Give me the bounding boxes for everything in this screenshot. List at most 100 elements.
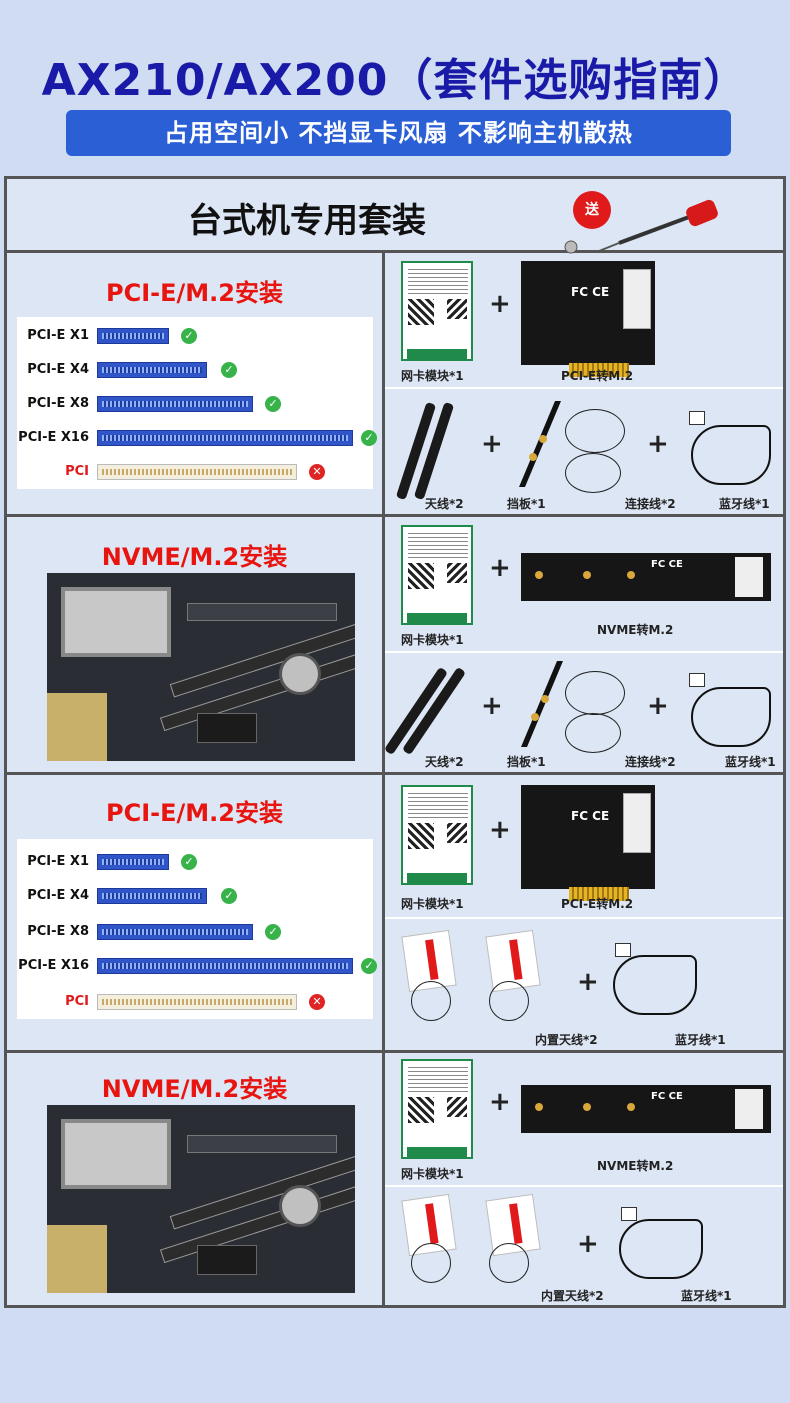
bt-caption: 蓝牙线*1: [719, 497, 770, 511]
kit-parts-top: + FC CE 网卡模块*1 NVME转M.2: [385, 517, 783, 651]
plus-sign: +: [481, 691, 503, 721]
internal-antenna-caption: 内置天线*2: [541, 1289, 604, 1303]
nvme-adapter-image: FC CE: [521, 553, 771, 601]
antenna-caption: 天线*2: [425, 497, 464, 511]
internal-antenna-caption: 内置天线*2: [535, 1033, 598, 1047]
check-circle-icon: ✓: [361, 958, 377, 974]
section-nvme-external: NVME/M.2安装 + FC CE 网卡模块*1 NVME转M.2 + + 天…: [7, 517, 783, 775]
adapter-caption: PCI-E转M.2: [561, 897, 634, 911]
nvme-adapter-image: FC CE: [521, 1085, 771, 1133]
plus-sign: +: [577, 967, 599, 997]
slot-label: PCI-E X4: [27, 362, 89, 377]
pcie-x16-slot: [97, 958, 353, 974]
cross-circle-icon: ✕: [309, 464, 325, 480]
section-nvme-internal: NVME/M.2安装 + FC CE 网卡模块*1 NVME转M.2 + 内置天…: [7, 1053, 783, 1305]
pci-slot: [97, 994, 297, 1010]
pcie-x1-slot: [97, 328, 169, 344]
table-header-title: 台式机专用套装: [188, 201, 426, 241]
bluetooth-cable-image: [691, 687, 771, 747]
check-circle-icon: ✓: [361, 430, 377, 446]
cable-image: [565, 409, 625, 453]
kit-parts-bottom: + + 天线*2 挡板*1 连接线*2 蓝牙线*1: [383, 651, 783, 775]
plus-sign: +: [489, 289, 511, 319]
bracket-image: [519, 401, 561, 487]
bt-caption: 蓝牙线*1: [725, 755, 776, 769]
cable-image: [565, 671, 625, 715]
slot-label: PCI-E X16: [18, 430, 89, 445]
wifi-caption: 网卡模块*1: [401, 369, 464, 383]
pci-slot: [97, 464, 297, 480]
pcie-x4-slot: [97, 362, 207, 378]
fc-ce-mark: FC CE: [651, 1091, 683, 1102]
cable-caption: 连接线*2: [625, 755, 676, 769]
cable-image: [411, 981, 451, 1021]
slot-panel: PCI-E X1 ✓ PCI-E X4 ✓ PCI-E X8 ✓ PCI-E X…: [17, 317, 377, 489]
plus-sign: +: [489, 553, 511, 583]
bt-caption: 蓝牙线*1: [681, 1289, 732, 1303]
gift-badge: 送: [573, 191, 611, 229]
cable-image: [489, 981, 529, 1021]
motherboard-photo: [47, 573, 355, 761]
kit-parts-top: + FC CE 网卡模块*1 PCI-E转M.2: [385, 775, 783, 917]
bracket-caption: 挡板*1: [507, 755, 546, 769]
pcie-adapter-image: FC CE: [521, 261, 655, 377]
pcie-x8-slot: [97, 396, 253, 412]
adapter-caption: PCI-E转M.2: [561, 369, 634, 383]
kit-parts-top: + FC CE 网卡模块*1 NVME转M.2: [385, 1053, 783, 1185]
screwdriver-icon: [564, 199, 718, 254]
pcie-x1-slot: [97, 854, 169, 870]
kit-parts-bottom: + + 天线*2 挡板*1 连接线*2 蓝牙线*1: [385, 387, 783, 517]
kit-parts-bottom: + 内置天线*2 蓝牙线*1: [385, 917, 783, 1053]
cable-image: [565, 453, 621, 493]
pcie-x16-slot: [97, 430, 353, 446]
cross-circle-icon: ✕: [309, 994, 325, 1010]
wifi-caption: 网卡模块*1: [401, 897, 464, 911]
slot-label: PCI-E X8: [27, 396, 89, 411]
antenna-caption: 天线*2: [425, 755, 464, 769]
pcie-adapter-image: FC CE: [521, 785, 655, 901]
cable-image: [489, 1243, 529, 1283]
plus-sign: +: [647, 429, 669, 459]
slot-label: PCI-E X4: [27, 888, 89, 903]
check-circle-icon: ✓: [265, 924, 281, 940]
connector-plug: [689, 411, 705, 425]
bluetooth-cable-image: [691, 425, 771, 485]
bracket-image: [521, 661, 563, 747]
fc-ce-mark: FC CE: [571, 285, 610, 299]
section-title: NVME/M.2安装: [101, 1075, 288, 1103]
page-title: AX210/AX200（套件选购指南）: [41, 55, 749, 106]
check-circle-icon: ✓: [181, 328, 197, 344]
connector-plug: [615, 943, 631, 957]
connector-plug: [621, 1207, 637, 1221]
check-circle-icon: ✓: [265, 396, 281, 412]
table-header: 台式机专用套装 送: [7, 179, 783, 254]
connector-plug: [689, 673, 705, 687]
bluetooth-cable-image: [619, 1219, 703, 1279]
section-title: PCI-E/M.2安装: [106, 279, 283, 307]
wifi-module-image: [401, 785, 473, 885]
pcie-x4-slot: [97, 888, 207, 904]
section-title: NVME/M.2安装: [101, 543, 288, 571]
wifi-module-image: [401, 525, 473, 625]
plus-sign: +: [481, 429, 503, 459]
kit-parts-top: + FC CE 网卡模块*1 PCI-E转M.2: [385, 253, 783, 387]
slot-label: PCI-E X1: [27, 328, 89, 343]
cable-image: [565, 713, 621, 753]
slot-label: PCI-E X8: [27, 924, 89, 939]
plus-sign: +: [577, 1229, 599, 1259]
plus-sign: +: [647, 691, 669, 721]
feature-banner: 占用空间小 不挡显卡风扇 不影响主机散热: [66, 110, 731, 156]
slot-label: PCI: [65, 994, 89, 1009]
slot-label: PCI-E X1: [27, 854, 89, 869]
check-circle-icon: ✓: [221, 888, 237, 904]
adapter-caption: NVME转M.2: [597, 623, 674, 637]
wifi-caption: 网卡模块*1: [401, 1167, 464, 1181]
wifi-module-image: [401, 1059, 473, 1159]
bt-caption: 蓝牙线*1: [675, 1033, 726, 1047]
slot-label: PCI: [65, 464, 89, 479]
kit-parts-bottom: + 内置天线*2 蓝牙线*1: [385, 1185, 783, 1305]
adapter-caption: NVME转M.2: [597, 1159, 674, 1173]
wifi-module-image: [401, 261, 473, 361]
bluetooth-cable-image: [613, 955, 697, 1015]
bracket-caption: 挡板*1: [507, 497, 546, 511]
